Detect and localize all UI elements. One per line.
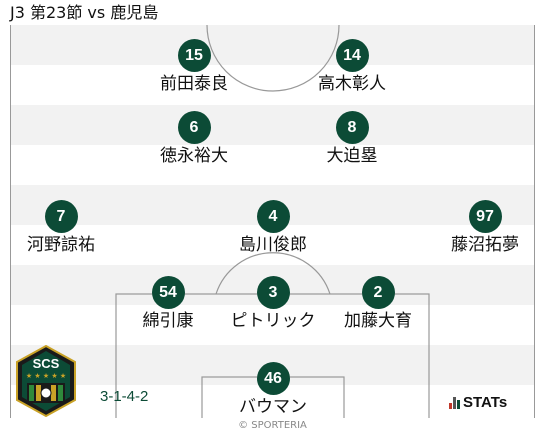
player-54[interactable]: 54 綿引康: [98, 276, 238, 333]
player-name: 島川俊郎: [239, 235, 307, 255]
player-8[interactable]: 8 大迫塁: [282, 111, 422, 168]
player-name: 河野諒祐: [27, 235, 95, 255]
player-6[interactable]: 6 徳永裕大: [124, 111, 264, 168]
player-number: 6: [177, 111, 211, 144]
team-crest-icon: SCS ★ ★ ★ ★ ★: [16, 345, 76, 417]
player-3[interactable]: 3 ピトリック: [203, 276, 343, 333]
svg-text:★ ★ ★ ★ ★: ★ ★ ★ ★ ★: [26, 372, 66, 380]
player-name: 前田泰良: [160, 74, 228, 94]
player-name: 綿引康: [142, 311, 194, 331]
player-15[interactable]: 15 前田泰良: [124, 39, 264, 96]
stats-bars-icon: [449, 396, 460, 409]
player-97[interactable]: 97 藤沼拓夢: [415, 200, 534, 257]
player-7[interactable]: 7 河野諒祐: [11, 200, 131, 257]
player-46[interactable]: 46 バウマン: [203, 362, 343, 418]
crest-text: SCS: [33, 356, 60, 371]
player-name: 高木彰人: [318, 74, 386, 94]
stats-label: STATs: [463, 394, 508, 411]
formation-label: 3-1-4-2: [100, 388, 149, 405]
match-title: J3 第23節 vs 鹿児島: [10, 3, 159, 22]
credit-text: © SPORTERIA: [238, 420, 307, 431]
player-number: 8: [335, 111, 369, 144]
player-name: バウマン: [239, 397, 307, 417]
player-number: 14: [335, 39, 369, 72]
player-14[interactable]: 14 高木彰人: [282, 39, 422, 96]
player-4[interactable]: 4 島川俊郎: [203, 200, 343, 257]
player-number: 46: [256, 362, 290, 395]
player-number: 15: [177, 39, 211, 72]
player-number: 97: [468, 200, 502, 233]
player-2[interactable]: 2 加藤大育: [308, 276, 448, 333]
player-number: 7: [44, 200, 78, 233]
player-name: ピトリック: [230, 311, 316, 331]
player-number: 2: [361, 276, 395, 309]
player-name: 藤沼拓夢: [451, 235, 519, 255]
formation-pitch: 15 前田泰良 14 高木彰人 6 徳永裕大 8 大迫塁 7 河野諒祐 4 島川…: [10, 25, 535, 418]
player-number: 4: [256, 200, 290, 233]
player-number: 54: [151, 276, 185, 309]
player-name: 加藤大育: [344, 311, 412, 331]
player-number: 3: [256, 276, 290, 309]
player-name: 徳永裕大: [160, 146, 228, 166]
stats-logo: STATs: [449, 394, 507, 411]
player-name: 大迫塁: [326, 146, 378, 166]
